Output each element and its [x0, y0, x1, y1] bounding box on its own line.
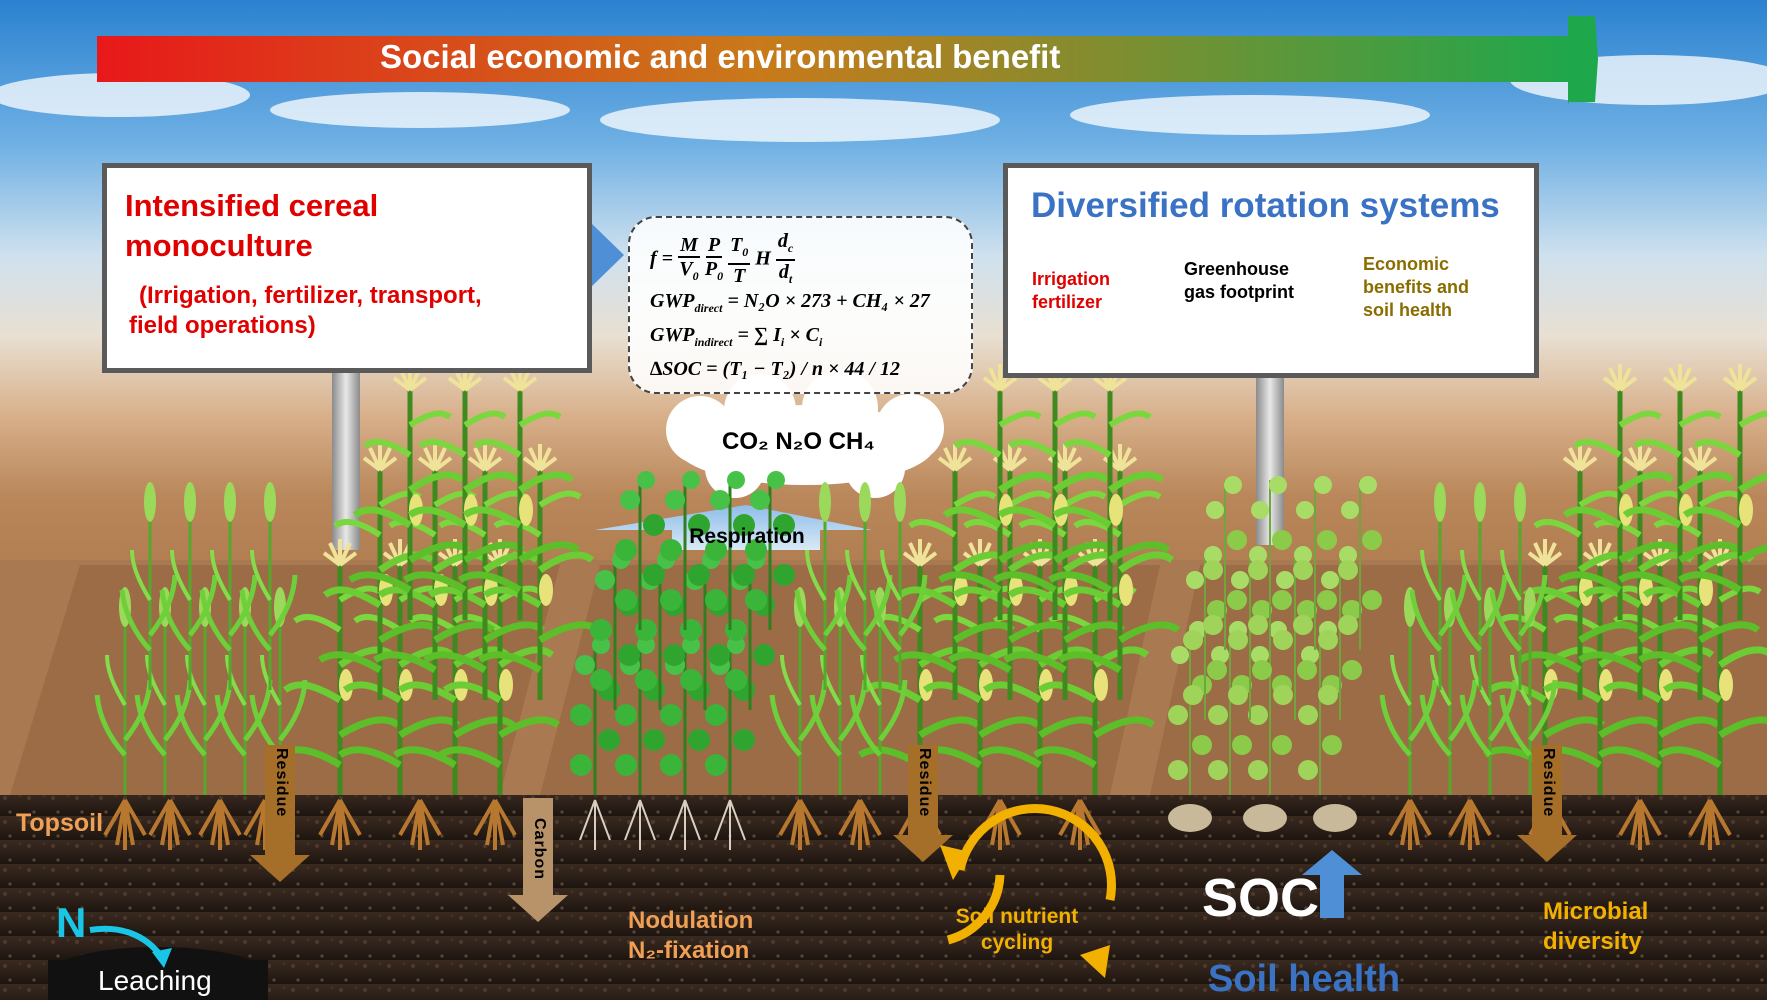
eq3-lhs: GWP [650, 324, 695, 346]
residue-arrows [250, 745, 1577, 882]
nutrient-cycle-head-top [940, 845, 970, 880]
equation-gwp-direct: GWPdirect = N₂O × 273 + CH₄ × 27 [650, 290, 930, 316]
nutrient-cycle-arrows [946, 804, 1116, 945]
intensified-subtitle: (Irrigation, fertilizer, transport, fiel… [125, 281, 482, 341]
eq3-rhs: = ∑ I [737, 324, 781, 346]
nodulation-label: Nodulation N₂-fixation [628, 906, 753, 966]
leaching-label: Leaching [98, 965, 212, 996]
residue-label-left: Residue [273, 748, 290, 818]
diversified-title: Diversified rotation systems [1031, 186, 1500, 225]
soc-up-arrow [1302, 850, 1362, 918]
eq3-tail: × C [789, 324, 819, 346]
carbon-label: Carbon [531, 818, 548, 880]
carbon-arrow [508, 798, 568, 922]
intensified-title-line2: monoculture [125, 228, 313, 263]
eq3-sub: indirect [694, 335, 733, 349]
soybean-roots [579, 799, 746, 850]
greenhouse-line2: gas footprint [1184, 282, 1294, 302]
intensified-title: Intensified cereal monoculture [125, 186, 378, 266]
residue-label-middle: Residue [916, 748, 933, 818]
intensified-subtitle-line1: (Irrigation, fertilizer, transport, [139, 282, 482, 309]
board-intensified-cereal: Intensified cereal monoculture (Irrigati… [102, 163, 592, 373]
nutrient-cycle-head-bottom [1080, 945, 1110, 978]
nutrient-line2: cycling [980, 931, 1054, 954]
residue-label-right: Residue [1540, 748, 1557, 818]
eq2-lhs: GWP [650, 290, 695, 312]
respiration-label: Respiration [689, 525, 805, 548]
equation-gwp-indirect: GWPindirect = ∑ Ii × Ci [650, 324, 823, 349]
greenhouse-footprint-label: Greenhouse gas footprint [1184, 258, 1294, 304]
topsoil-label: Topsoil [16, 809, 104, 837]
leaching-curve-arrow [89, 925, 163, 957]
eq2-sub: direct [694, 301, 723, 315]
nodulation-line1: Nodulation [628, 907, 754, 934]
microbial-line2: diversity [1543, 928, 1642, 955]
economic-benefits-label: Economic benefits and soil health [1363, 253, 1469, 322]
intensified-subtitle-line2: field operations) [129, 312, 316, 339]
irrigation-fertilizer-label: Irrigation fertilizer [1032, 268, 1110, 314]
microbial-line1: Microbial [1543, 898, 1649, 925]
leaching-pool-body [48, 960, 268, 1000]
nodulation-line2: N₂-fixation [628, 937, 750, 964]
eq1-lhs: f = [650, 247, 674, 270]
eq4-text: ∆SOC = (T₁ − T₂) / n × 44 / 12 [650, 358, 900, 380]
nitrogen-symbol: N [56, 899, 87, 946]
legume-nodules [1168, 804, 1357, 832]
equation-delta-soc: ∆SOC = (T₁ − T₂) / n × 44 / 12 [650, 358, 900, 381]
leaching-arrow-head [152, 948, 172, 968]
nutrient-line1: Soil nutrient [955, 905, 1079, 928]
nutrient-cycling-label: Soil nutrient cycling [952, 904, 1082, 956]
soc-label: SOC [1202, 868, 1320, 928]
economic-line3: soil health [1363, 300, 1453, 320]
soil-health-label: Soil health [1208, 958, 1401, 1000]
banner-arrow-body [97, 36, 1572, 82]
emission-gases-label: CO₂ N₂O CH₄ [722, 428, 875, 455]
intensified-title-line1: Intensified cereal [125, 188, 379, 223]
board-diversified-rotation: Diversified rotation systems Irrigation … [1003, 163, 1539, 378]
banner-arrow-tip [1568, 14, 1598, 104]
greenhouse-line1: Greenhouse [1184, 259, 1290, 279]
economic-line2: benefits and [1363, 277, 1470, 297]
irrigation-line2: fertilizer [1032, 292, 1103, 312]
microbial-diversity-label: Microbial diversity [1543, 897, 1648, 957]
banner-title: Social economic and environmental benefi… [380, 38, 1061, 75]
irrigation-line1: Irrigation [1032, 269, 1111, 289]
economic-line1: Economic [1363, 254, 1450, 274]
eq2-rhs: = N₂O × 273 + CH₄ × 27 [727, 290, 930, 312]
